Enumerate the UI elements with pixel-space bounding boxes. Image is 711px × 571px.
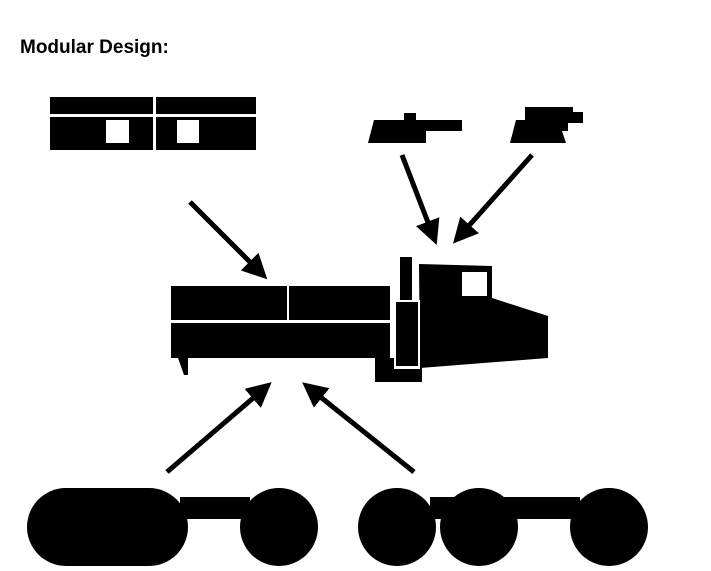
vehicle-body (171, 257, 548, 382)
turret-module-1 (368, 113, 462, 143)
arrow-turret1-to-cab (399, 154, 440, 245)
diagram-title: Modular Design: (20, 37, 169, 58)
car-top-module (50, 97, 256, 150)
turret-module-2 (510, 107, 583, 143)
arrow-truck2-to-body (302, 382, 416, 474)
truck-module-1 (27, 488, 318, 566)
arrow-truck1-to-body (165, 382, 272, 474)
truck-module-2 (358, 488, 648, 566)
arrows (165, 153, 534, 474)
arrow-turret2-to-cab (453, 153, 534, 244)
arrow-top-module-to-body (188, 200, 268, 280)
